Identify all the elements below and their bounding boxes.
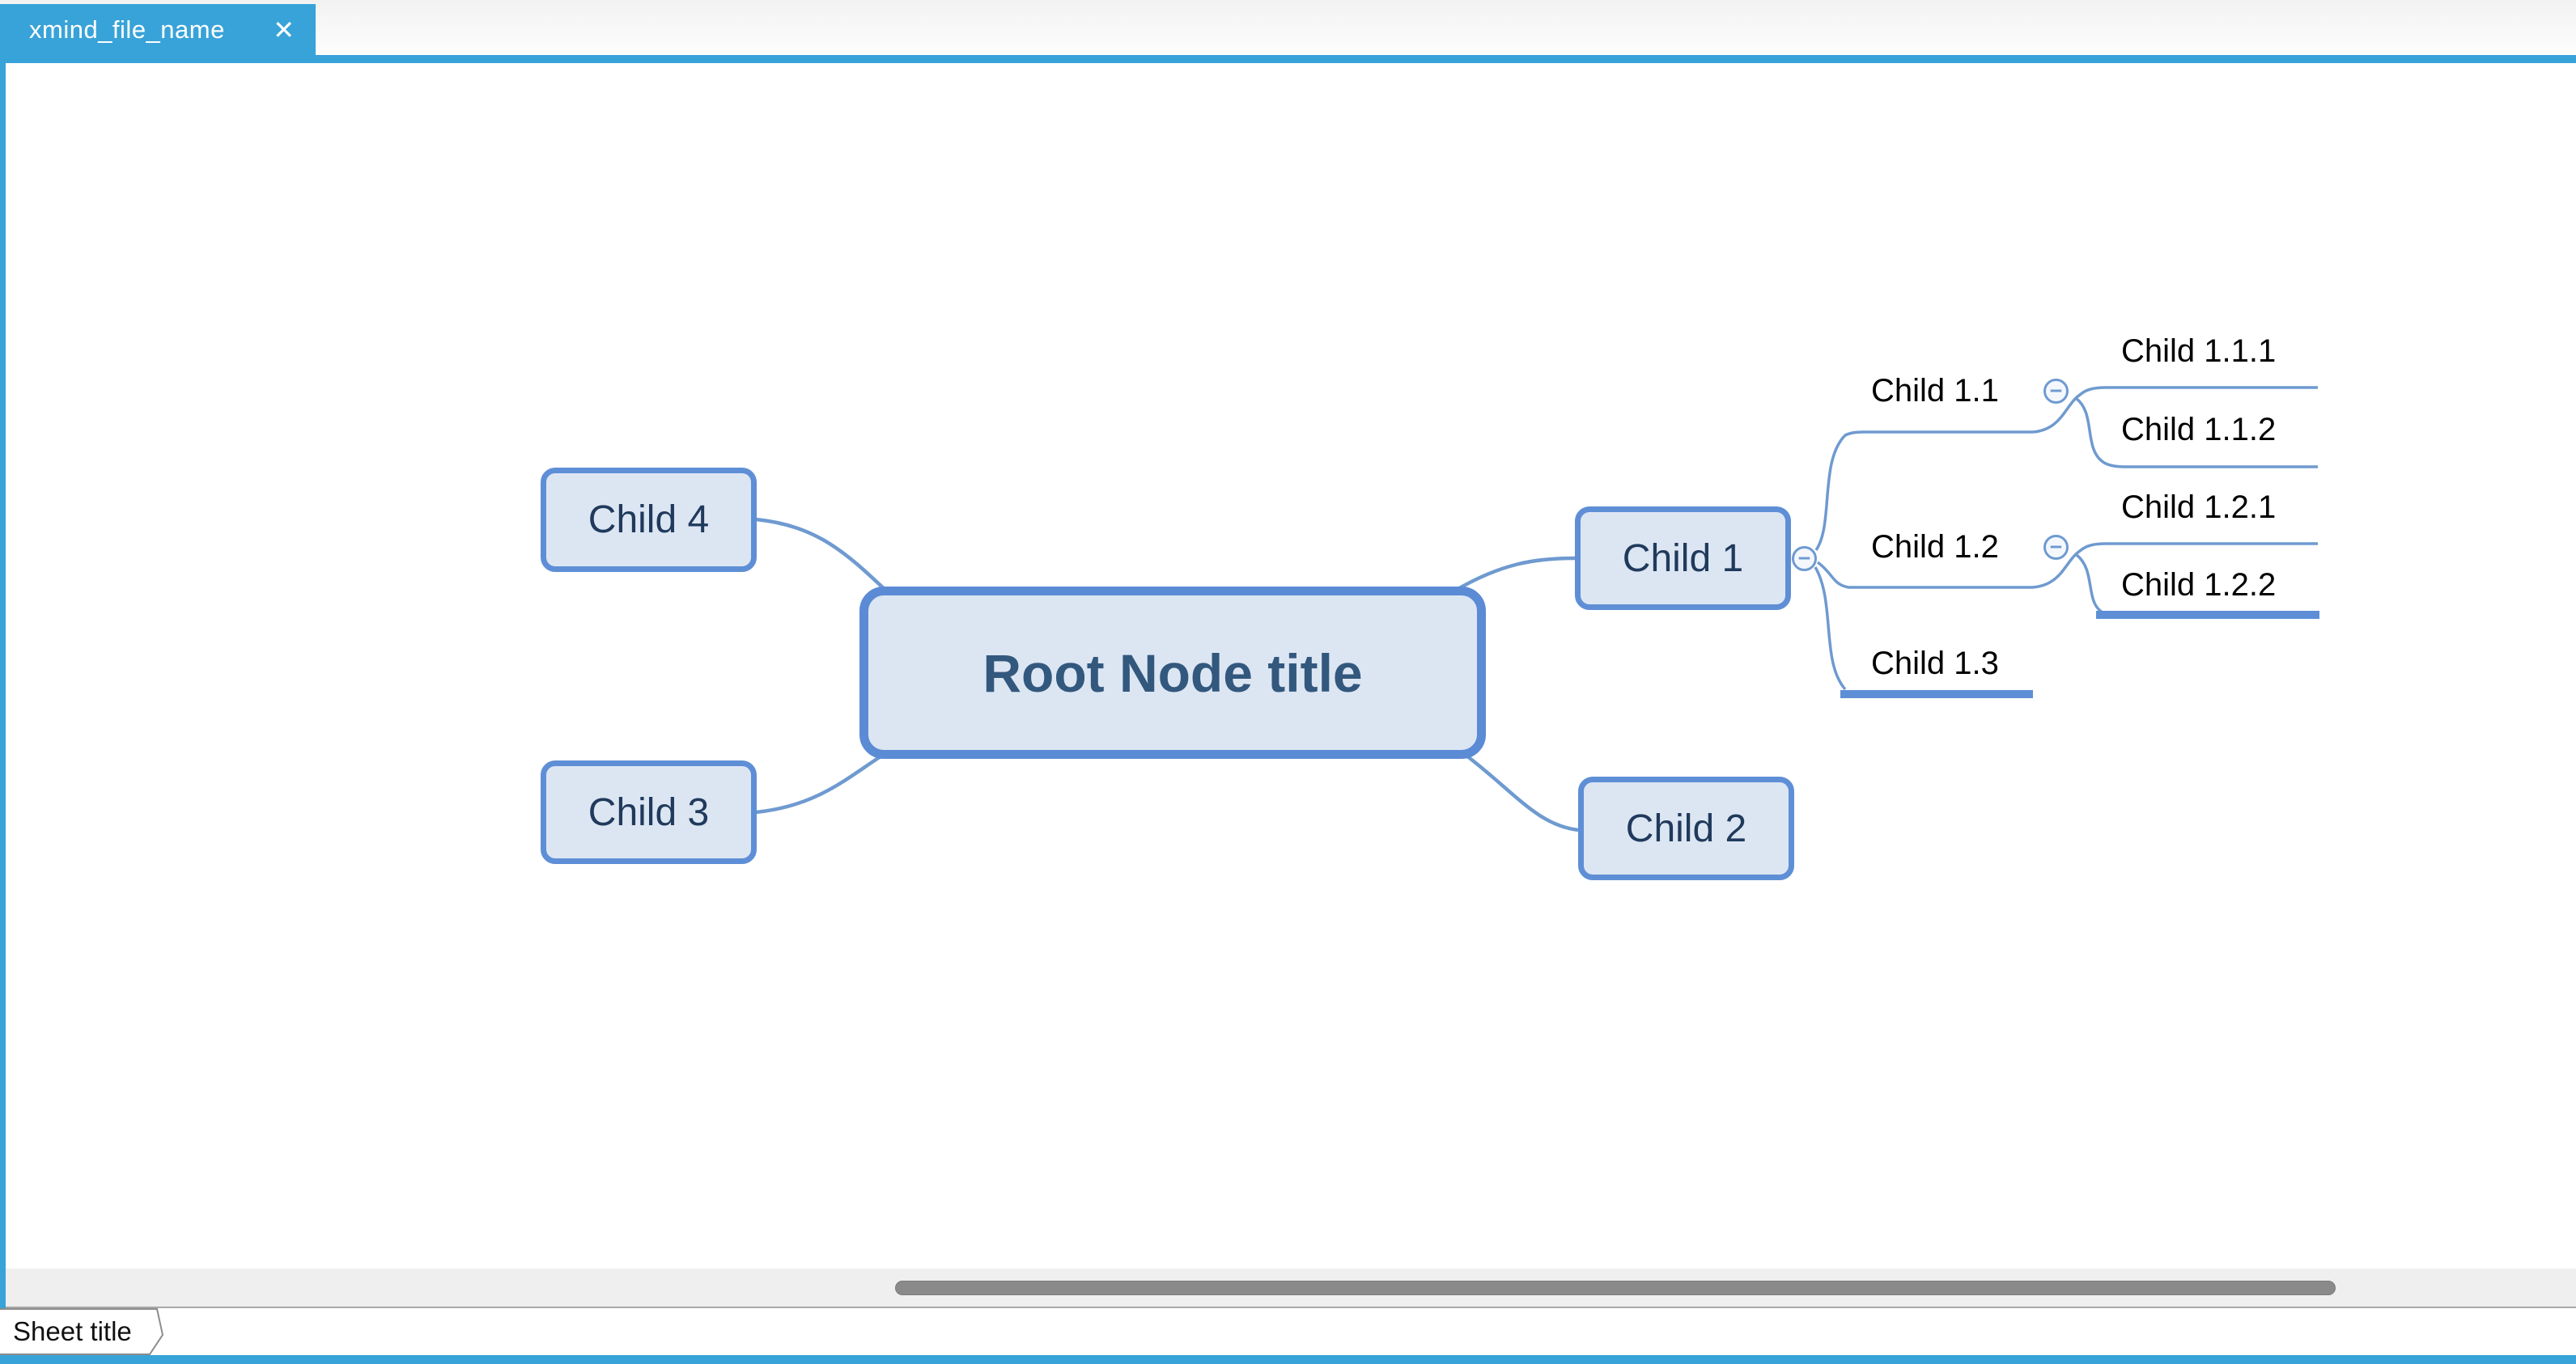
- collapse-button-child-1[interactable]: −: [1792, 546, 1817, 571]
- topic-child-1-1-2[interactable]: Child 1.1.2: [2121, 412, 2277, 447]
- topic-child-1-1[interactable]: Child 1.1: [1871, 373, 1999, 409]
- sheet-tab-shape: [0, 1308, 164, 1355]
- topic-child-3[interactable]: Child 3: [541, 760, 757, 864]
- topic-child-1-2[interactable]: Child 1.2: [1871, 529, 1999, 565]
- tab-close-icon[interactable]: ✕: [273, 15, 295, 44]
- minus-icon: −: [2049, 535, 2063, 559]
- topic-child-3-label: Child 3: [588, 790, 710, 834]
- sheet-tab[interactable]: [0, 1308, 172, 1355]
- topic-child-1-2-2[interactable]: Child 1.2.2: [2121, 567, 2277, 603]
- collapse-button-child-1-1[interactable]: −: [2043, 379, 2069, 404]
- topic-child-1-1-1[interactable]: Child 1.1.1: [2121, 333, 2277, 369]
- sheet-tab-bar: Sheet title: [0, 1308, 2576, 1355]
- topic-child-2[interactable]: Child 2: [1578, 777, 1794, 880]
- window-bottom-accent-bar: [0, 1355, 2576, 1364]
- tab-bar: xmind_file_name ✕: [0, 0, 2576, 55]
- file-tab[interactable]: xmind_file_name ✕: [0, 4, 316, 55]
- topic-child-1-label: Child 1: [1622, 536, 1744, 580]
- topic-child-1[interactable]: Child 1: [1575, 506, 1791, 610]
- minus-icon: −: [1797, 546, 1811, 570]
- root-topic[interactable]: Root Node title: [859, 587, 1486, 759]
- tab-bar-accent-underline: [0, 55, 2576, 63]
- minus-icon: −: [2049, 379, 2063, 403]
- topic-child-2-label: Child 2: [1625, 807, 1747, 850]
- sheet-tab-label[interactable]: Sheet title: [13, 1316, 132, 1346]
- horizontal-scrollbar-thumb[interactable]: [895, 1281, 2336, 1295]
- topic-child-4[interactable]: Child 4: [541, 468, 757, 572]
- window-left-accent-border: [0, 55, 6, 1364]
- topic-child-1-3[interactable]: Child 1.3: [1871, 646, 1999, 681]
- collapse-button-child-1-2[interactable]: −: [2043, 535, 2069, 560]
- topic-child-1-2-1[interactable]: Child 1.2.1: [2121, 489, 2277, 525]
- topic-child-4-label: Child 4: [588, 498, 710, 541]
- root-topic-label: Root Node title: [982, 642, 1363, 703]
- horizontal-scrollbar-track[interactable]: [6, 1269, 2576, 1308]
- file-tab-label: xmind_file_name: [29, 15, 225, 44]
